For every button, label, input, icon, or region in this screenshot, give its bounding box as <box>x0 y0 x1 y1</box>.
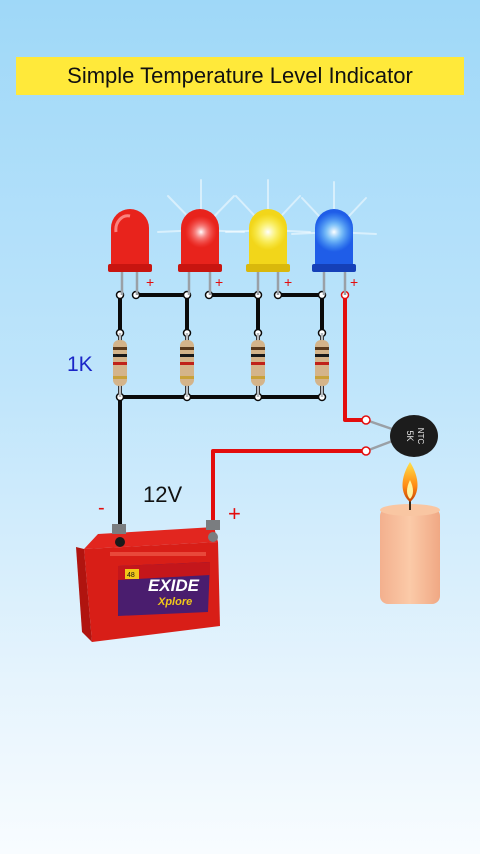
resistor-1 <box>113 333 127 397</box>
junction-dots <box>115 290 327 402</box>
led-3-yellow <box>246 209 290 295</box>
led-2-plus-label: + <box>215 274 223 290</box>
battery-negative-label: - <box>98 497 105 519</box>
led-1-plus-label: + <box>146 274 154 290</box>
led-4-plus-label: + <box>350 274 358 290</box>
led-4-blue <box>312 209 356 295</box>
ntc-value-label: 5K <box>405 430 415 441</box>
resistor-2 <box>180 333 194 397</box>
battery-voltage-label: 12V <box>143 482 182 507</box>
resistors <box>113 333 329 397</box>
resistor-value-label: 1K <box>67 353 93 376</box>
black-wires <box>118 293 324 547</box>
resistor-4 <box>315 333 329 397</box>
battery-badge: 48 <box>127 572 135 579</box>
ntc-thermistor: NTC 5K <box>361 415 438 457</box>
led-1-red <box>108 209 152 295</box>
red-wires <box>211 293 368 542</box>
battery-brand: EXIDE <box>148 576 200 595</box>
candle <box>380 462 440 604</box>
battery-model: Xplore <box>157 596 192 608</box>
battery-positive-label: + <box>228 501 241 526</box>
led-2-red <box>178 209 222 295</box>
resistor-3 <box>251 333 265 397</box>
page-title: Simple Temperature Level Indicator <box>16 57 464 95</box>
ntc-type-label: NTC <box>416 428 425 445</box>
led-3-plus-label: + <box>284 274 292 290</box>
battery: 48 EXIDE Xplore <box>76 520 220 642</box>
